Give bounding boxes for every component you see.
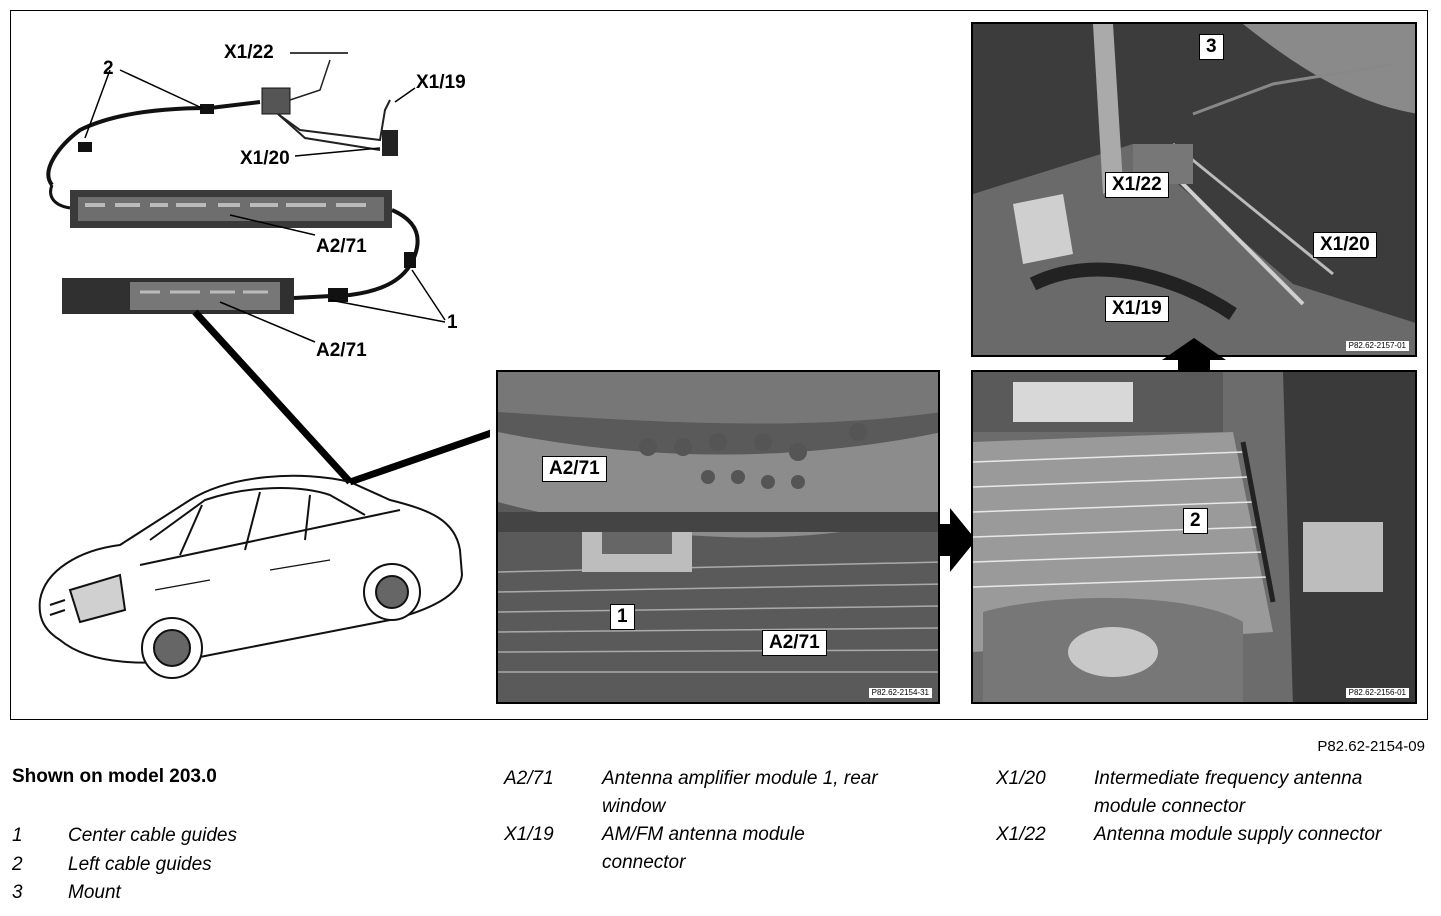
legend-item-1: 1 Center cable guides bbox=[12, 822, 237, 850]
legend-text-x1-22: Antenna module supply connector bbox=[1094, 824, 1382, 845]
photo-bottom-right-art bbox=[973, 372, 1415, 702]
arrow-up bbox=[1162, 338, 1226, 376]
photo-label-x1-22: X1/22 bbox=[1105, 172, 1169, 198]
label-x1-22-drawing: X1/22 bbox=[224, 42, 274, 63]
photo-label-a2-71-top: A2/71 bbox=[542, 456, 607, 482]
photo-middle: A2/71 1 A2/71 P82.62-2154-31 bbox=[496, 370, 940, 704]
figure-reference: P82.62-2154-09 bbox=[1317, 738, 1425, 755]
label-2-drawing: 2 bbox=[103, 58, 114, 79]
antenna-module-lower bbox=[62, 278, 294, 314]
photo-top-right: 3 X1/22 X1/20 X1/19 P82.62-2157-01 bbox=[971, 22, 1417, 357]
legend-text: Left cable guides bbox=[68, 854, 212, 875]
photo-bottom-right: 2 P82.62-2156-01 bbox=[971, 370, 1417, 704]
photo-label-x1-19: X1/19 bbox=[1105, 296, 1169, 322]
legend-key: X1/20 bbox=[996, 768, 1046, 789]
label-1-drawing: 1 bbox=[447, 312, 458, 333]
photo-label-2: 2 bbox=[1183, 508, 1208, 534]
label-x1-20-drawing: X1/20 bbox=[240, 148, 290, 169]
photo-label-1: 1 bbox=[610, 604, 635, 630]
antenna-module-upper bbox=[70, 190, 392, 228]
legend-key: 1 bbox=[12, 825, 23, 846]
legend-key: X1/19 bbox=[504, 824, 554, 845]
legend-text: Mount bbox=[68, 882, 121, 903]
photo-label-3: 3 bbox=[1199, 34, 1224, 60]
legend-key: X1/22 bbox=[996, 824, 1046, 845]
legend-key: 3 bbox=[12, 882, 23, 903]
legend-key: 2 bbox=[12, 854, 23, 875]
label-a2-71-upper-drawing: A2/71 bbox=[316, 236, 367, 257]
legend-item-2: 2 Left cable guides bbox=[12, 851, 212, 879]
photo-id-top-right: P82.62-2157-01 bbox=[1345, 341, 1409, 351]
legend-key: A2/71 bbox=[504, 768, 554, 789]
photo-top-right-art bbox=[973, 24, 1415, 355]
legend-item-3: 3 Mount bbox=[12, 879, 121, 907]
photo-middle-art bbox=[498, 372, 938, 702]
car-drawing bbox=[38, 474, 464, 679]
photo-label-a2-71-bottom: A2/71 bbox=[762, 630, 827, 656]
legend-text-x1-20: Intermediate frequency antenna module co… bbox=[1094, 768, 1363, 817]
legend-text-x1-19: AM/FM antenna module connector bbox=[602, 824, 805, 873]
photo-id-bottom-right: P82.62-2156-01 bbox=[1345, 688, 1409, 698]
legend-text-a2-71: Antenna amplifier module 1, rear window bbox=[602, 768, 878, 817]
photo-label-x1-20: X1/20 bbox=[1313, 232, 1377, 258]
label-x1-19-drawing: X1/19 bbox=[416, 72, 466, 93]
legend-heading: Shown on model 203.0 bbox=[12, 766, 217, 787]
arrow-right bbox=[940, 508, 976, 572]
label-a2-71-lower-drawing: A2/71 bbox=[316, 340, 367, 361]
harness-drawing bbox=[38, 52, 490, 679]
photo-id-middle: P82.62-2154-31 bbox=[868, 688, 932, 698]
legend-text: Center cable guides bbox=[68, 825, 237, 846]
